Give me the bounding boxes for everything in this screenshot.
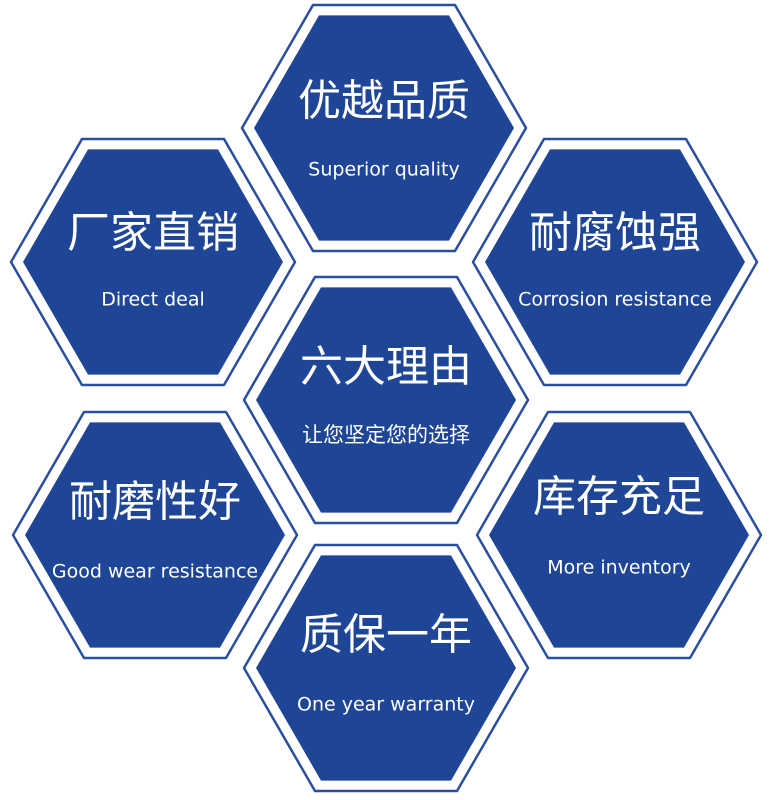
hex-superior-quality-subtitle: Superior quality	[308, 159, 459, 181]
hex-direct-deal-title: 厂家直销	[67, 209, 239, 259]
hex-superior-quality-title: 优越品质	[298, 77, 470, 127]
hex-superior-quality-fill	[254, 15, 514, 241]
hex-good-wear-resistance-title: 耐磨性好	[69, 478, 241, 528]
hex-direct-deal: 厂家直销 Direct deal	[9, 137, 297, 387]
hex-good-wear-resistance: 耐磨性好 Good wear resistance	[11, 410, 299, 660]
hex-superior-quality: 优越品质 Superior quality	[240, 3, 528, 253]
hex-corrosion-resistance-subtitle: Corrosion resistance	[518, 289, 712, 311]
hex-direct-deal-subtitle: Direct deal	[101, 289, 205, 311]
hex-direct-deal-fill	[23, 149, 283, 375]
hex-one-year-warranty: 质保一年 One year warranty	[242, 543, 530, 793]
hex-corrosion-resistance: 耐腐蚀强 Corrosion resistance	[471, 137, 759, 387]
hex-one-year-warranty-fill	[256, 555, 516, 781]
hex-more-inventory-subtitle: More inventory	[547, 557, 691, 579]
hex-center-fill	[256, 287, 516, 513]
center-title: 六大理由	[300, 343, 472, 393]
hex-more-inventory-title: 库存充足	[533, 473, 705, 523]
hex-more-inventory-fill	[489, 422, 749, 648]
hex-center: 六大理由 让您坚定您的选择	[242, 275, 530, 525]
hex-more-inventory: 库存充足 More inventory	[475, 410, 763, 660]
hex-good-wear-resistance-subtitle: Good wear resistance	[52, 561, 258, 583]
hex-one-year-warranty-title: 质保一年	[300, 611, 472, 661]
center-subtitle: 让您坚定您的选择	[302, 423, 470, 447]
hex-good-wear-resistance-fill	[25, 422, 285, 648]
hex-one-year-warranty-subtitle: One year warranty	[297, 694, 475, 716]
hex-corrosion-resistance-fill	[485, 149, 745, 375]
hex-corrosion-resistance-title: 耐腐蚀强	[529, 209, 701, 259]
